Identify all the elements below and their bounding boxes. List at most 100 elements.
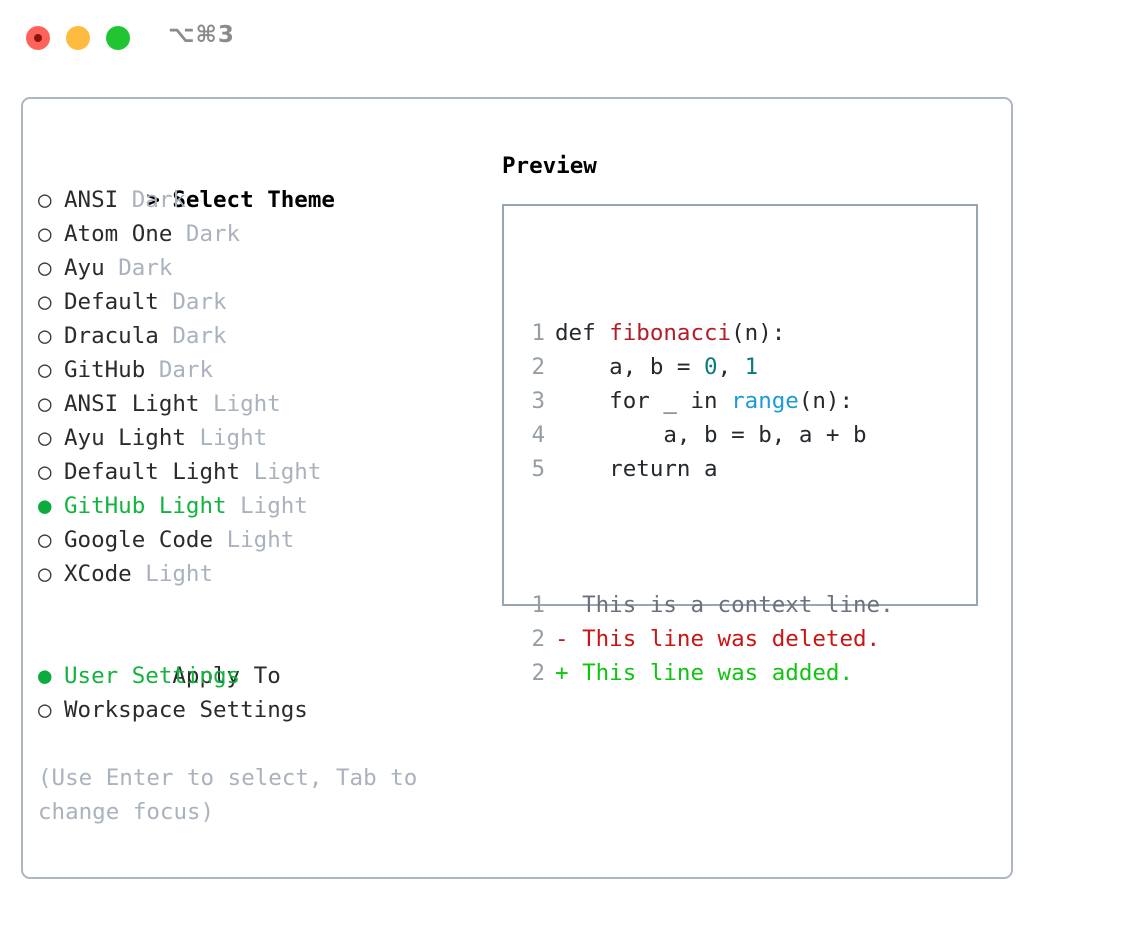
theme-option-xcode[interactable]: ○ XCode Light [38,557,478,591]
theme-option-ayu-light[interactable]: ○Ayu Light Light [38,421,478,455]
radio-unselected-icon: ○ [38,697,52,723]
prompt-caret-icon: > [146,187,160,213]
code-line-number: 3 [531,388,545,414]
theme-option-variant: Dark [118,255,173,281]
apply-to-option-label: Workspace Settings [64,697,308,723]
keyboard-hint: (Use Enter to select, Tab to change focu… [38,761,458,829]
radio-selected-icon: ● [38,493,52,519]
minimize-button[interactable] [66,26,90,50]
theme-option-label: Default Light [64,459,241,485]
theme-option-variant: Dark [158,357,214,383]
label-separator [199,391,213,417]
theme-option-default[interactable]: ○Default Dark [38,285,478,319]
theme-option-variant: Light [253,459,322,485]
radio-unselected-icon: ○ [38,255,52,281]
radio-unselected-icon: ○ [38,561,52,587]
theme-option-label: Default [64,289,159,315]
diff-line-number: 2 [531,660,545,686]
theme-option-label: GitHub [64,357,146,383]
theme-picker-column: >Select Theme ○ANSI Dark○Atom One Dark○A… [38,149,478,829]
apply-to-heading-label: Apply To [172,663,281,689]
theme-option-variant: Light [226,527,295,553]
diff-sign [555,592,569,618]
apply-to-option-workspace-settings[interactable]: ○ Workspace Settings [38,693,478,727]
radio-unselected-icon: ○ [38,459,52,485]
theme-option-google-code[interactable]: ○Google Code Light [38,523,478,557]
code-line: 1 def fibonacci(n): [521,316,894,350]
theme-option-variant: Dark [131,187,186,213]
theme-option-ayu[interactable]: ○Ayu Dark [38,251,478,285]
title-bar: ⌥⌘3 [0,0,1140,78]
diff-text: This line was deleted. [568,626,881,652]
theme-option-label: Dracula [64,323,159,349]
theme-option-github[interactable]: ○GitHub Dark [38,353,478,387]
code-token-fn: fibonacci [609,320,732,346]
theme-option-default-light[interactable]: ○ Default Light Light [38,455,478,489]
theme-option-github-light[interactable]: ● GitHub Light Light [38,489,478,523]
diff-text: This is a context line. [568,592,894,618]
theme-option-label: ANSI [64,187,119,213]
code-token-plain: (n): [731,320,786,346]
radio-unselected-icon: ○ [38,323,52,349]
maximize-button[interactable] [106,26,130,50]
traffic-light-buttons [26,26,130,50]
code-token-plain: (n): [798,388,854,414]
code-token-kwfn: range [731,388,799,414]
diff-line-number: 2 [531,626,545,652]
code-line: 5 return a [521,452,894,486]
code-line-number: 5 [531,456,545,482]
apply-to-option-label: User Settings [64,663,241,689]
code-token-num: 0 [704,354,718,380]
select-theme-heading: > Select Theme [38,149,478,213]
theme-option-label: ANSI Light [64,391,200,417]
code-token-plain: def [555,320,610,346]
theme-option-label: Atom One [64,221,173,247]
diff-line-add: 2 + This line was added. [521,656,894,690]
main-panel: >Select Theme ○ANSI Dark○Atom One Dark○A… [21,97,1013,879]
theme-option-variant: Light [145,561,214,587]
diff-sign: - [555,626,569,652]
code-line: 2 a, b = 0, 1 [521,350,894,384]
theme-option-label: Ayu Light [64,425,186,451]
theme-option-ansi[interactable]: ○ANSI Dark [38,183,478,217]
theme-list: ○ANSI Dark○Atom One Dark○Ayu Dark○Defaul… [38,183,478,591]
diff-sign: + [555,660,569,686]
list-spacer [38,591,478,625]
code-token-plain: for _ in [555,388,732,414]
code-line-number: 1 [531,320,545,346]
label-separator [186,425,200,451]
label-separator [118,187,132,213]
code-token-plain: a, b = b, a + b [555,422,867,448]
theme-option-label: GitHub Light [64,493,227,519]
radio-unselected-icon: ○ [38,391,52,417]
select-theme-heading-label: Select Theme [172,187,335,213]
label-separator [240,459,254,485]
theme-option-label: XCode [64,561,132,587]
radio-unselected-icon: ○ [38,221,52,247]
diff-line-del: 2- This line was deleted. [521,622,894,656]
code-token-plain: return a [555,456,718,482]
theme-option-ansi-light[interactable]: ○ ANSI Light Light [38,387,478,421]
close-button[interactable] [26,26,50,50]
label-separator [159,289,173,315]
diff-text: This line was added. [568,660,854,686]
theme-option-variant: Dark [172,289,227,315]
theme-option-variant: Light [213,391,281,417]
keyboard-shortcut-label: ⌥⌘3 [168,22,235,48]
keyboard-hint-line-1: (Use Enter to select, Tab to [38,765,418,791]
label-separator [227,493,241,519]
radio-selected-icon: ● [38,663,52,689]
apply-to-option-user-settings[interactable]: ● User Settings [38,659,478,693]
code-token-plain: , [717,354,745,380]
theme-option-dracula[interactable]: ○Dracula Dark [38,319,478,353]
theme-option-atom-one[interactable]: ○Atom One Dark [38,217,478,251]
radio-unselected-icon: ○ [38,425,52,451]
theme-option-variant: Light [240,493,308,519]
diff-sample: 1 This is a context line. 2- This line wa… [521,588,894,690]
diff-line-number: 1 [531,592,545,618]
label-separator [172,221,186,247]
